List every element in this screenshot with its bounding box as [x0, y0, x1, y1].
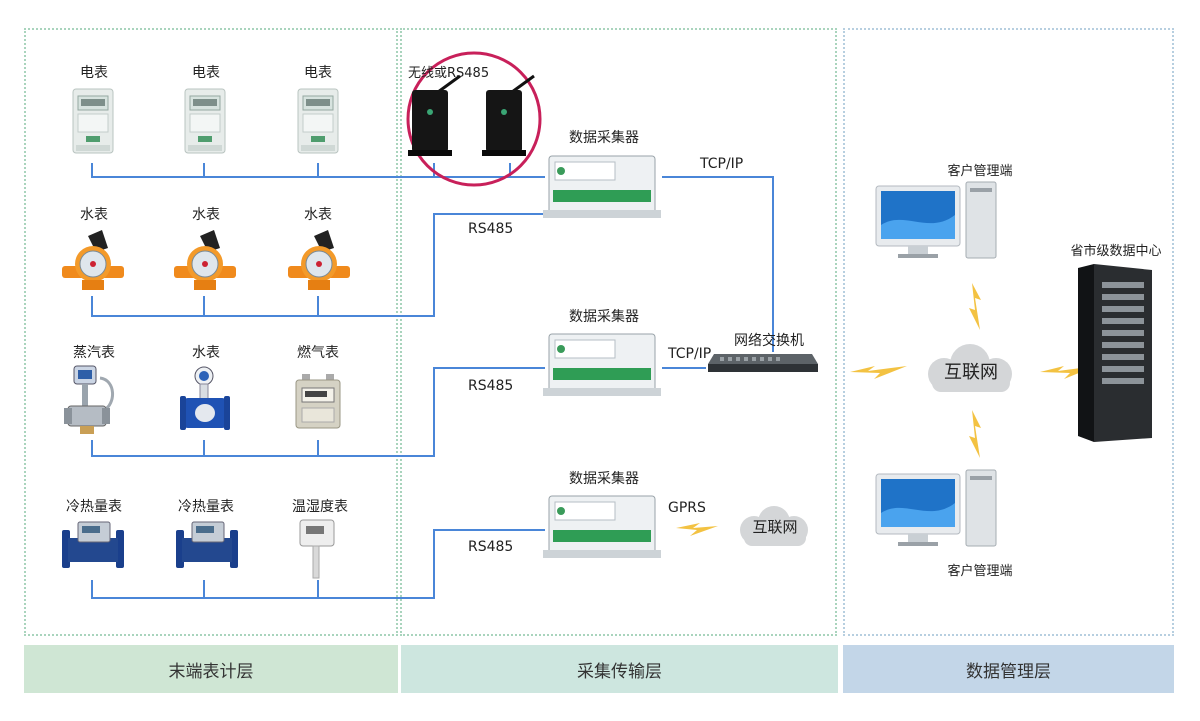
layer-band-transmission: 采集传输层 [401, 645, 838, 693]
meter-label: 冷热量表 [178, 499, 234, 515]
gas-meter-icon [295, 374, 341, 429]
client-label: 客户管理端 [947, 564, 1013, 579]
water-meter-icon [62, 230, 124, 290]
meter-label: 水表 [80, 207, 108, 223]
tcpip-label: TCP/IP [700, 156, 744, 172]
network-switch-icon [708, 354, 818, 372]
meter-label: 水表 [192, 345, 220, 361]
heat-meter-icon [62, 521, 124, 568]
layer-band-terminal: 末端表计层 [24, 645, 398, 693]
meter-label: 水表 [304, 207, 332, 223]
meter-label: 水表 [192, 207, 220, 223]
wireless-module-icon [482, 74, 535, 156]
meter-label: 电表 [192, 65, 220, 81]
rs485-label: RS485 [468, 378, 514, 394]
wireless-module-icon [408, 74, 461, 156]
tcpip-label: TCP/IP [668, 346, 712, 362]
client-computer-icon [875, 181, 997, 259]
datacenter-label: 省市级数据中心 [1070, 244, 1162, 259]
data-collector-icon [543, 155, 661, 218]
electric-meter-icon [297, 88, 339, 154]
meter-label: 温湿度表 [292, 499, 348, 515]
meter-label: 蒸汽表 [73, 345, 115, 361]
layer-band-management: 数据管理层 [843, 645, 1174, 693]
management-layer-panel [843, 28, 1174, 636]
humidity-sensor-icon [299, 519, 335, 579]
wireless-label: 无线或RS485 [408, 66, 490, 81]
water-meter-icon [174, 230, 236, 290]
cloud-icon [928, 344, 1012, 392]
switch-label: 网络交换机 [734, 333, 804, 349]
electromagnetic-water-meter-icon [180, 366, 230, 430]
collector-label: 数据采集器 [569, 309, 639, 325]
electric-meter-icon [72, 88, 114, 154]
meter-label: 电表 [80, 65, 108, 81]
transmission-layer-panel [400, 28, 837, 636]
data-collector-icon [543, 333, 661, 396]
steam-meter-icon [64, 365, 114, 434]
client-label: 客户管理端 [947, 164, 1013, 179]
cloud-icon [740, 506, 808, 546]
server-rack-icon [1078, 264, 1152, 442]
client-computer-icon [875, 469, 997, 547]
meter-label: 电表 [304, 65, 332, 81]
meter-label: 燃气表 [297, 345, 339, 361]
heat-meter-icon [176, 521, 238, 568]
data-collector-icon [543, 495, 661, 558]
internet-label: 互联网 [944, 362, 998, 383]
terminal-layer-panel [24, 28, 398, 636]
gprs-label: GPRS [668, 500, 706, 516]
collector-label: 数据采集器 [569, 130, 639, 146]
rs485-label: RS485 [468, 221, 514, 237]
collector-label: 数据采集器 [569, 471, 639, 487]
meter-label: 冷热量表 [66, 499, 122, 515]
rs485-label: RS485 [468, 539, 514, 555]
electric-meter-icon [184, 88, 226, 154]
internet-label: 互联网 [752, 518, 798, 536]
water-meter-icon [288, 230, 350, 290]
